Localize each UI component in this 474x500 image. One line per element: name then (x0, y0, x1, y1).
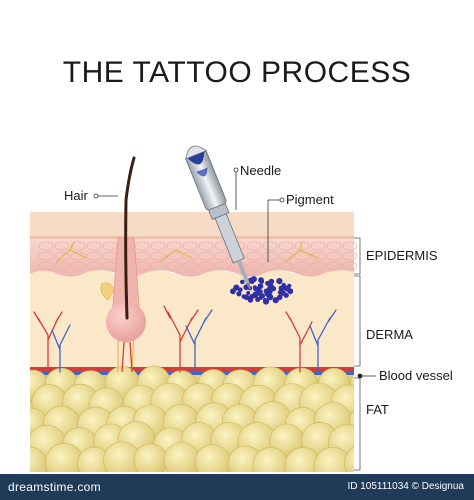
skin-surface-layer (30, 212, 354, 238)
epidermis-cell (246, 251, 262, 261)
pigment-dot (268, 278, 275, 285)
fat-cell (349, 374, 354, 396)
pigment-cluster (230, 276, 294, 305)
epidermis-cell (214, 261, 230, 271)
pigment-dot (280, 290, 286, 296)
pigment-dot (258, 277, 264, 283)
epidermis-cell (198, 241, 214, 251)
blood-vessel-label: Blood vessel (379, 368, 453, 383)
epidermis-cell (86, 261, 102, 271)
pigment-dot (258, 296, 263, 300)
epidermis-cell (246, 261, 262, 271)
epidermis-cell (278, 261, 294, 271)
epidermis-label: EPIDERMIS (366, 248, 438, 263)
epidermis-cell (326, 241, 342, 251)
pigment-dot (233, 284, 240, 291)
fat-label: FAT (366, 402, 389, 417)
epidermis-cell (38, 241, 54, 251)
epidermis-cell (182, 241, 198, 251)
pigment-dot (246, 291, 251, 295)
pigment-dot (236, 291, 242, 297)
epidermis-cell (246, 241, 262, 251)
epidermis-cell (342, 261, 358, 271)
tattoo-needle (185, 145, 252, 293)
epidermis-cell (182, 261, 198, 271)
epidermis-cell (166, 241, 182, 251)
pigment-dot (263, 297, 268, 303)
pigment-dot (276, 294, 283, 301)
epidermis-cell (150, 241, 166, 251)
epidermis-cell (198, 261, 214, 271)
epidermis-cell (70, 261, 86, 271)
epidermis-cell (262, 261, 278, 271)
pigment-dot (249, 278, 255, 284)
epidermis-cell (198, 251, 214, 261)
epidermis-cell (310, 251, 326, 261)
hair-shaft (124, 156, 136, 320)
blood-vessel-band (30, 367, 354, 372)
skin-surface-line (30, 236, 354, 239)
hair-follicle (100, 156, 146, 373)
pigment-dot (268, 289, 273, 295)
layer-bracket (354, 237, 361, 471)
epidermis-cell (86, 241, 102, 251)
diagram-title: THE TATTOO PROCESS (62, 56, 412, 89)
fat-cell (133, 443, 168, 472)
pigment-dot (271, 286, 277, 292)
footer-bar: dreamstime.com ID 105111034 © Designua (0, 474, 474, 500)
epidermis-cell (54, 251, 70, 261)
pigment-dot (266, 293, 274, 301)
epidermis-cell (294, 261, 310, 271)
hair-label: Hair (64, 188, 89, 203)
epidermis-cell (214, 251, 230, 261)
fat-cell (344, 446, 354, 472)
epidermis-cell (326, 261, 342, 271)
epidermis-cell (150, 251, 166, 261)
pigment-dot (249, 294, 255, 300)
epidermis-cell (38, 261, 54, 271)
epidermis-cell (70, 241, 86, 251)
epidermis-cell (310, 241, 326, 251)
epidermis-cell (342, 251, 358, 261)
pigment-dot (243, 294, 250, 301)
pigment-label: Pigment (286, 192, 334, 207)
fat-cells (30, 365, 354, 472)
epidermis-cell (278, 241, 294, 251)
fat-cell (163, 442, 200, 472)
pigment-dot (256, 290, 262, 296)
epidermis-cell (182, 251, 198, 261)
epidermis-cell (70, 251, 86, 261)
epidermis-cell (166, 261, 182, 271)
epidermis-cell (38, 251, 54, 261)
pigment-dot (252, 285, 257, 290)
pigment-dot (281, 282, 286, 288)
epidermis-cell (326, 251, 342, 261)
epidermis-cell (54, 261, 70, 271)
epidermis-cell (262, 251, 278, 261)
epidermis-cell (294, 251, 310, 261)
epidermis-cell (262, 241, 278, 251)
pigment-dot (276, 278, 283, 285)
pigment-dot (240, 279, 245, 285)
vein-band (30, 372, 354, 375)
pigment-dot (263, 288, 269, 294)
footer-logo: dreamstime.com (8, 480, 101, 494)
leader-lines (93, 167, 376, 379)
tattoo-skin-diagram: Hair Needle Pigment EPIDERMIS DERMA Bloo… (30, 145, 453, 472)
footer-image-id: ID 105111034 © Designua (347, 481, 464, 492)
epidermis-cell (150, 261, 166, 271)
epidermis-cell (310, 261, 326, 271)
derma-label: DERMA (366, 327, 413, 342)
pigment-dot (284, 285, 291, 292)
derma-layer (30, 270, 354, 372)
needle-label: Needle (240, 163, 281, 178)
epidermis-cell (342, 241, 358, 251)
epidermis-cell (54, 241, 70, 251)
epidermis-cell (86, 251, 102, 261)
